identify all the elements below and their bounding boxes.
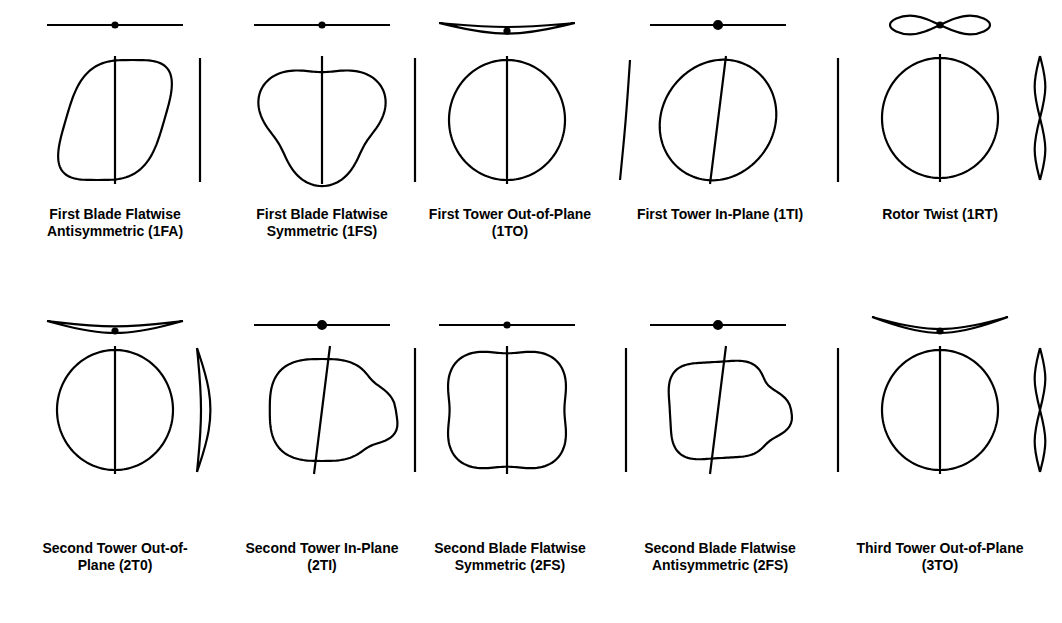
tower-line: [114, 346, 116, 474]
side-view-line: [620, 60, 630, 180]
tower-line: [506, 346, 508, 474]
mode-caption: Second Tower Out-of-Plane (2T0): [27, 540, 203, 574]
side-view-line: [837, 58, 839, 182]
mode-caption: Third Tower Out-of-Plane (3TO): [852, 540, 1028, 574]
tower-line: [939, 346, 941, 474]
top-view-line: [47, 321, 183, 333]
hub-dot: [714, 321, 722, 329]
side-view-line: [625, 348, 627, 472]
side-view-line: [414, 348, 416, 472]
hub-dot: [318, 321, 326, 329]
tower-line: [710, 56, 726, 184]
top-view-line: [872, 317, 1008, 333]
side-view-line: [1035, 56, 1046, 180]
mode-shape-outline: [669, 361, 792, 460]
tower-line: [506, 56, 508, 184]
mode-caption: Second Blade Flatwise Antisymmetric (2FS…: [632, 540, 808, 574]
mode-caption: Second Blade Flatwise Symmetric (2FS): [422, 540, 598, 574]
mode-shape-outline: [270, 359, 398, 461]
side-view-line: [414, 58, 416, 182]
tower-line: [710, 346, 726, 474]
hub-dot: [938, 23, 943, 28]
top-view-line: [890, 16, 990, 35]
side-view-line: [197, 348, 210, 472]
hub-dot: [714, 21, 722, 29]
hub-dot: [505, 323, 510, 328]
top-view-line: [439, 23, 575, 34]
hub-dot: [113, 23, 118, 28]
mode-caption: Rotor Twist (1RT): [852, 206, 1028, 223]
tower-line: [321, 56, 323, 184]
hub-dot: [113, 329, 118, 334]
mode-caption: First Blade Flatwise Antisymmetric (1FA): [27, 206, 203, 240]
hub-dot: [938, 329, 943, 334]
hub-dot: [320, 23, 325, 28]
tower-line: [939, 54, 941, 182]
tower-line: [314, 346, 330, 474]
mode-caption: Second Tower In-Plane (2TI): [234, 540, 410, 574]
side-view-line: [199, 58, 201, 182]
mode-caption: First Tower Out-of-Plane (1TO): [422, 206, 598, 240]
mode-caption: First Blade Flatwise Symmetric (1FS): [234, 206, 410, 240]
mode-caption: First Tower In-Plane (1TI): [632, 206, 808, 223]
side-view-line: [837, 348, 839, 472]
hub-dot: [505, 29, 510, 34]
tower-line: [114, 56, 116, 184]
side-view-line: [1035, 348, 1046, 472]
